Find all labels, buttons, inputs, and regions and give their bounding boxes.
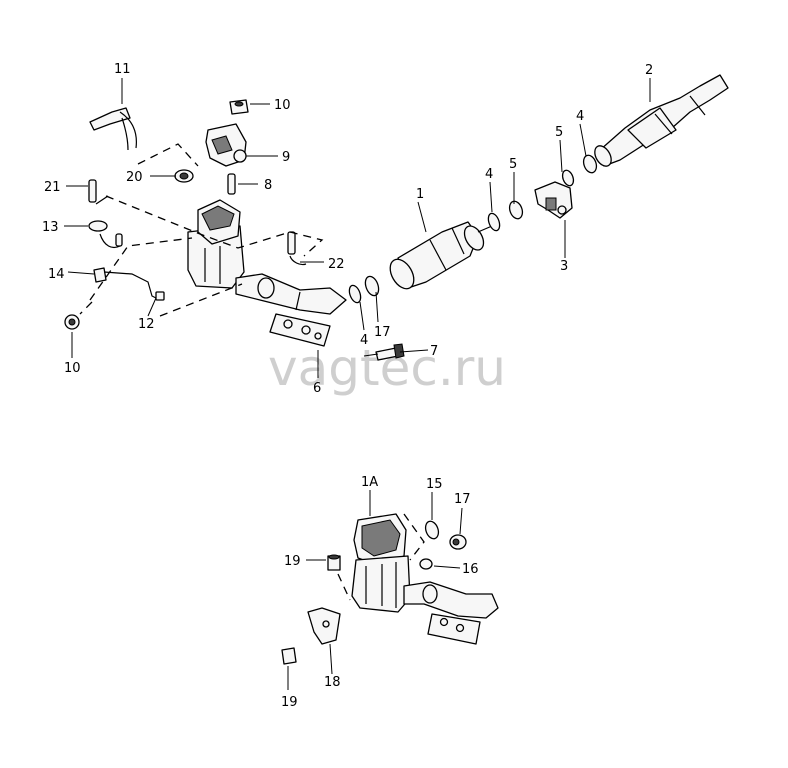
callout-4-b: 4 bbox=[576, 109, 584, 124]
part-10-nut-left bbox=[64, 314, 80, 330]
part-18-bracket bbox=[307, 607, 341, 645]
callout-3: 3 bbox=[560, 259, 568, 274]
callout-11: 11 bbox=[114, 62, 131, 77]
part-17-clamp bbox=[449, 534, 467, 550]
part-19-nut-bottom bbox=[281, 647, 297, 665]
part-manifold-catalyst bbox=[187, 199, 347, 315]
part-22-sensor bbox=[287, 231, 307, 266]
callout-19-bottom: 19 bbox=[281, 695, 298, 710]
callout-21: 21 bbox=[44, 180, 61, 195]
part-7-bolt bbox=[375, 343, 405, 361]
part-19-nut-top bbox=[327, 554, 341, 571]
callout-22: 22 bbox=[328, 257, 345, 272]
callout-1: 1 bbox=[416, 187, 424, 202]
callout-9: 9 bbox=[282, 150, 290, 165]
callout-20: 20 bbox=[126, 170, 143, 185]
part-12-14-line bbox=[93, 267, 165, 301]
callout-4-c: 4 bbox=[360, 333, 368, 348]
callout-10-top: 10 bbox=[274, 98, 291, 113]
callout-16: 16 bbox=[462, 562, 479, 577]
callout-8: 8 bbox=[264, 178, 272, 193]
callout-2: 2 bbox=[645, 63, 653, 78]
leader-lines-bottom bbox=[287, 490, 463, 690]
callout-17: 17 bbox=[374, 325, 391, 340]
callout-10-left: 10 bbox=[64, 361, 81, 376]
watermark: vagtec.ru bbox=[268, 339, 506, 397]
part-20-clip bbox=[174, 169, 194, 183]
part-21-sensor bbox=[88, 179, 109, 205]
part-1-filter bbox=[389, 221, 493, 290]
dashed-grouping-lines bbox=[79, 143, 324, 317]
callout-18: 18 bbox=[324, 675, 341, 690]
callout-17-bottom: 17 bbox=[454, 492, 471, 507]
callout-labels-bottom: 1A 15 17 19 16 18 19 bbox=[281, 475, 479, 710]
callout-14: 14 bbox=[48, 267, 65, 282]
callout-12: 12 bbox=[138, 317, 155, 332]
part-11-sensor bbox=[89, 107, 137, 151]
callout-1A: 1A bbox=[361, 475, 378, 490]
dashed-lines-bottom bbox=[337, 513, 425, 601]
callout-6: 6 bbox=[313, 381, 321, 396]
callout-labels-top: 2 3 1 4 5 5 4 4 17 6 7 8 9 10 11 20 21 1… bbox=[42, 62, 653, 396]
part-2-front-pipe bbox=[594, 74, 729, 167]
part-15-ring bbox=[424, 520, 440, 540]
sealing-rings bbox=[348, 154, 598, 304]
callout-5-b: 5 bbox=[555, 125, 563, 140]
part-1A-assembly bbox=[351, 513, 499, 645]
part-8-stud bbox=[227, 173, 236, 195]
leader-lines-top bbox=[64, 78, 651, 378]
callout-4-a: 4 bbox=[485, 167, 493, 182]
callout-15: 15 bbox=[426, 477, 443, 492]
callout-7: 7 bbox=[430, 344, 438, 359]
callout-5-a: 5 bbox=[509, 157, 517, 172]
callout-19-top: 19 bbox=[284, 554, 301, 569]
part-13-ring bbox=[88, 220, 123, 249]
part-9-heat-shield bbox=[205, 123, 247, 167]
callout-13: 13 bbox=[42, 220, 59, 235]
part-6-flange bbox=[269, 313, 331, 347]
part-10-nut-top bbox=[229, 99, 249, 115]
part-16-clip bbox=[419, 558, 433, 570]
part-3-clamp bbox=[534, 181, 573, 219]
